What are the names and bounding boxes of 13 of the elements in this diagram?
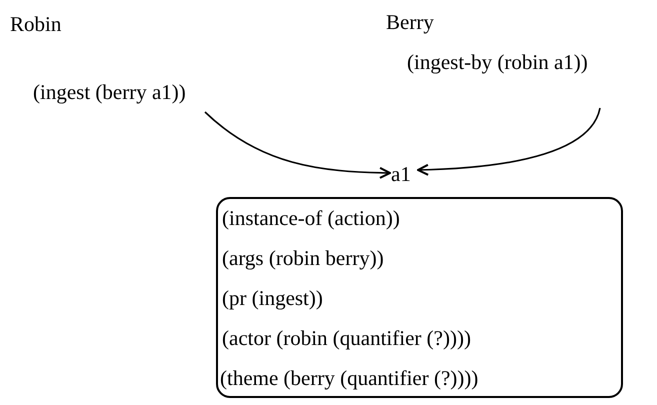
- label-text: (ingest-by (robin a1)): [407, 50, 588, 74]
- curved-arrow: [204, 111, 391, 179]
- rounded-box: [216, 197, 623, 398]
- attribute-line: (instance-of (action)): [222, 206, 400, 230]
- attribute-line: (pr (ingest)): [222, 286, 323, 310]
- curved-arrow: [417, 108, 601, 176]
- label-text: a1: [391, 162, 411, 186]
- attribute-line: (actor (robin (quantifier (?)))): [222, 326, 471, 350]
- label-text: Berry: [386, 10, 434, 34]
- label-text: (ingest (berry a1)): [33, 80, 186, 104]
- attribute-line: (theme (berry (quantifier (?)))): [220, 366, 478, 390]
- label-text: Robin: [10, 12, 62, 36]
- attribute-line: (args (robin berry)): [222, 246, 384, 270]
